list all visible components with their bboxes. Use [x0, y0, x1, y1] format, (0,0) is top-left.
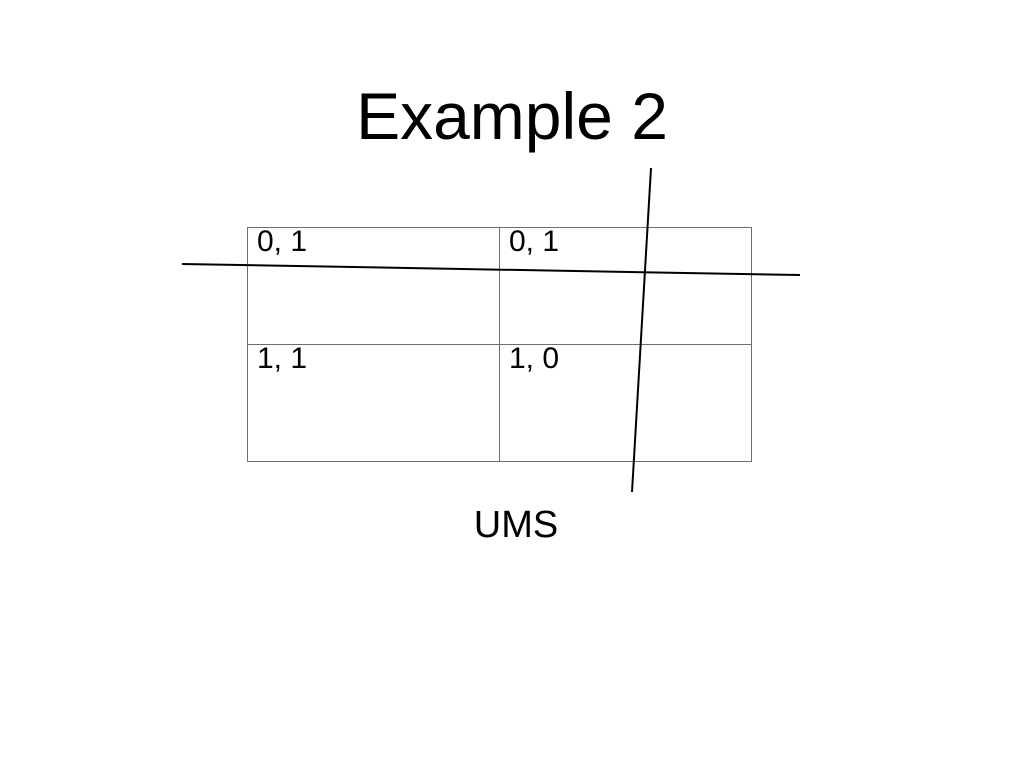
cell-payoff: 1, 0 [509, 342, 560, 375]
ums-label: UMS [473, 504, 559, 546]
cell-payoff: 0, 1 [509, 225, 560, 258]
matrix-cell: 1, 1 [247, 342, 500, 462]
matrix-cell: 0, 1 [499, 225, 752, 345]
cell-payoff: 0, 1 [257, 225, 308, 258]
slide-title: Example 2 [356, 79, 668, 153]
matrix-cell: 0, 1 [247, 225, 500, 345]
matrix-row: 0, 1 0, 1 [247, 225, 752, 345]
payoff-matrix: 0, 1 0, 1 1, 1 1, 0 [247, 227, 752, 462]
matrix-row: 1, 1 1, 0 [247, 342, 752, 462]
cell-payoff: 1, 1 [257, 342, 308, 375]
matrix-cell: 1, 0 [499, 342, 752, 462]
